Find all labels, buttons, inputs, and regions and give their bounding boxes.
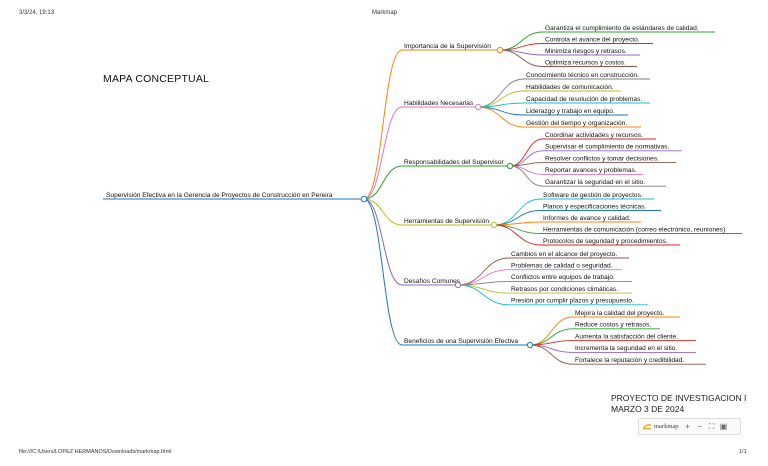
project-note: PROYECTO DE INVESTIGACION I MARZO 3 DE 2… xyxy=(611,393,746,414)
branch-6-child-label-2: Reduce costos y retrasos. xyxy=(575,322,651,329)
print-file-path: file:///C:/Users/LOPEZ HERMANOS/Download… xyxy=(19,449,172,455)
project-name: PROYECTO DE INVESTIGACION I xyxy=(611,393,747,403)
branch-1-child-label-2: Controla el avance del proyecto. xyxy=(545,36,640,43)
branch-2-child-label-3: Capacidad de resolución de problemas. xyxy=(526,96,642,103)
zoom-in-button[interactable]: + xyxy=(685,422,690,431)
markmap-brand-label: markmap xyxy=(654,423,679,430)
branch-1-child-label-4: Optimiza recursos y costos. xyxy=(545,59,626,66)
branch-3-child-link-1 xyxy=(509,138,544,167)
branch-2-child-link-3 xyxy=(477,102,525,108)
branch-4-child-label-2: Planos y especificaciones técnicas. xyxy=(543,203,647,210)
branch-6-child-label-4: Incrementa la seguridad en el sitio. xyxy=(575,345,677,352)
print-timestamp: 3/3/24, 19:13 xyxy=(19,10,55,16)
branch-4-child-label-3: Informes de avance y calidad. xyxy=(543,215,631,222)
branch-label-3: Responsabilidades del Supervisor xyxy=(404,159,505,166)
root-branch-link-1 xyxy=(363,49,403,200)
root-branch-link-3 xyxy=(363,165,403,200)
branch-toggle-4 xyxy=(490,221,498,229)
branch-3-child-link-3 xyxy=(509,162,544,167)
branch-6-child-label-1: Mejora la calidad del proyecto. xyxy=(575,310,665,317)
branch-4-child-link-3 xyxy=(493,221,542,226)
branch-5-child-label-3: Conflictos entre equipos de trabajo. xyxy=(511,274,615,281)
project-date: MARZO 3 DE 2024 xyxy=(611,403,685,414)
root-branch-link-6 xyxy=(363,198,403,346)
root-node-label: Supervisión Efectiva en la Gerencia de P… xyxy=(106,192,333,199)
branch-4-child-link-1 xyxy=(493,198,542,226)
branch-1-child-label-1: Garantiza el cumplimiento de estándares … xyxy=(545,25,699,32)
branch-5-child-label-5: Presión por cumplir plazos y presupuesto… xyxy=(511,298,634,305)
root-branch-link-2 xyxy=(363,106,403,200)
branch-label-2: Habilidades Necesarias xyxy=(404,100,474,107)
branch-4-child-label-4: Herramientas de comunicación (correo ele… xyxy=(543,226,725,233)
markmap-logo-icon xyxy=(642,423,652,430)
branch-toggle-6 xyxy=(526,341,534,349)
branch-6-child-label-3: Aumenta la satisfacción del cliente. xyxy=(575,333,678,340)
page-title: MAPA CONCEPTUAL xyxy=(103,73,210,85)
branch-4-child-link-5 xyxy=(493,224,542,246)
branch-toggle-1 xyxy=(496,46,504,54)
branch-5-child-label-2: Problemas de calidad o seguridad. xyxy=(511,263,613,270)
branch-1-child-label-3: Minimiza riesgos y retrasos. xyxy=(545,48,627,55)
branch-3-child-label-5: Garantizar la seguridad en el sitio. xyxy=(545,179,645,186)
branch-6-child-label-5: Fortalece la reputación y credibilidad. xyxy=(575,357,684,364)
branch-5-child-link-1 xyxy=(457,257,510,286)
root-branch-link-4 xyxy=(363,198,403,226)
branch-5-child-label-1: Cambios en el alcance del proyecto. xyxy=(511,251,617,258)
branch-2-child-label-5: Gestión del tiempo y organización. xyxy=(526,120,627,127)
branch-1-child-link-1 xyxy=(499,31,544,51)
branch-4-child-label-1: Software de gestión de proyectos. xyxy=(543,192,643,199)
branch-3-child-label-1: Coordinar actividades y recursos. xyxy=(545,132,643,139)
branch-3-child-link-5 xyxy=(509,165,544,187)
root-toggle xyxy=(360,195,368,203)
branch-3-child-link-4 xyxy=(509,165,544,175)
branch-2-child-label-1: Conocimiento técnico en construcción. xyxy=(526,72,639,79)
branch-label-4: Herramientas de Supervisión xyxy=(404,218,489,225)
print-page-number: 1/1 xyxy=(739,449,747,455)
branch-2-child-label-2: Habilidades de comunicación. xyxy=(526,84,614,91)
fit-view-button[interactable]: ⛶ xyxy=(708,421,715,431)
branch-3-child-label-3: Resolver conflictos y tomar decisiones. xyxy=(545,155,659,162)
branch-label-5: Desafíos Comunes xyxy=(404,278,461,285)
markmap-toolbar: markmap + − ⛶ ▣ xyxy=(638,418,741,435)
branch-6-child-link-5 xyxy=(529,344,574,365)
branch-4-child-link-4 xyxy=(493,224,542,234)
print-page-title: Markmap xyxy=(372,10,398,16)
branch-5-child-link-4 xyxy=(457,284,510,294)
branch-5-child-label-4: Retrasos por condiciones climáticas. xyxy=(511,286,618,293)
branch-5-child-link-5 xyxy=(457,284,510,306)
branch-2-child-label-4: Liderazgo y trabajo en equipo. xyxy=(526,108,615,115)
markmap-brand[interactable]: markmap xyxy=(639,423,682,431)
branch-5-child-link-3 xyxy=(457,280,510,286)
branch-2-child-link-5 xyxy=(477,106,525,128)
branch-3-child-label-2: Supervisar el cumplimiento de normativas… xyxy=(545,144,669,151)
branch-4-child-link-2 xyxy=(493,210,542,226)
root-branch-link-5 xyxy=(363,198,403,286)
branch-toggle-5 xyxy=(454,281,462,289)
branch-toggle-3 xyxy=(506,162,514,170)
branch-2-child-link-4 xyxy=(477,106,525,116)
branch-1-child-link-4 xyxy=(499,49,544,67)
branch-label-6: Beneficios de una Supervisión Efectiva xyxy=(404,338,518,345)
branch-label-1: Importancia de la Supervisión xyxy=(404,43,491,50)
branch-toggle-2 xyxy=(474,103,482,111)
branch-3-child-label-4: Reportar avances y problemas. xyxy=(545,167,637,174)
toggle-recursive-button[interactable]: ▣ xyxy=(719,422,728,431)
zoom-out-button[interactable]: − xyxy=(697,422,702,431)
branch-4-child-label-5: Protocolos de seguridad y procedimientos… xyxy=(543,238,668,245)
